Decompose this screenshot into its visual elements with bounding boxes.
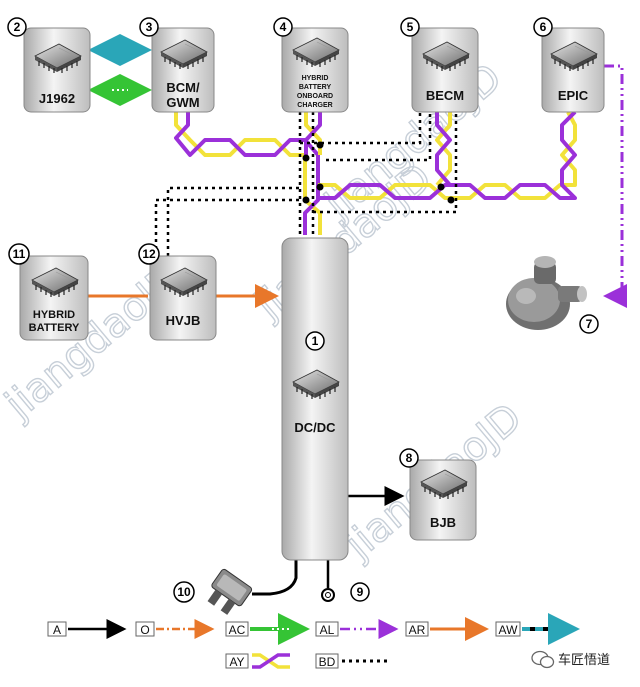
legend-item-ay: AY <box>225 653 290 669</box>
number-badges: 2 3 4 5 6 11 12 1 7 8 9 10 <box>7 17 599 603</box>
badge-12: 12 <box>138 243 160 265</box>
ground-terminal-center <box>325 592 331 598</box>
legend-item-a: A <box>47 619 127 639</box>
module-label-line4: CHARGER <box>297 102 332 109</box>
module-dcdc: DC/DC <box>281 237 349 561</box>
badge-8: 8 <box>399 448 419 468</box>
module-label-line1: HYBRID <box>302 75 329 82</box>
dotted-wire-7 <box>313 112 458 214</box>
svg-text:10: 10 <box>177 585 191 599</box>
svg-text:AL: AL <box>320 623 335 637</box>
badge-3: 3 <box>139 17 159 37</box>
dotted-wire-3 <box>300 112 422 145</box>
legend: A O AC AL AR AW <box>47 613 580 669</box>
badge-2: 2 <box>7 17 27 37</box>
junction-dots <box>302 141 455 204</box>
svg-text:4: 4 <box>280 20 287 34</box>
badge-5: 5 <box>400 17 420 37</box>
svg-text:8: 8 <box>406 451 413 465</box>
module-hybrid-battery-onboard-charger: HYBRID BATTERY ONBOARD CHARGER <box>281 27 349 113</box>
legend-item-ar: AR <box>405 617 489 641</box>
legend-item-bd: BD <box>315 653 390 669</box>
fuse-icon <box>207 568 253 615</box>
badge-9: 9 <box>350 582 370 602</box>
badge-10: 10 <box>173 581 195 603</box>
module-bcm-gwm: BCM/ GWM <box>151 27 215 113</box>
module-label: BECM <box>426 88 464 103</box>
module-j1962: J1962 <box>23 27 91 113</box>
svg-text:AW: AW <box>499 623 519 637</box>
module-bjb: BJB <box>409 459 477 541</box>
svg-text:AC: AC <box>229 623 246 637</box>
badge-4: 4 <box>273 17 293 37</box>
svg-text:6: 6 <box>540 20 547 34</box>
wire-bcm-purple <box>174 112 320 235</box>
module-hybrid-battery: HYBRID BATTERY <box>19 255 89 341</box>
module-label-line1: HYBRID <box>33 309 75 321</box>
module-label-line2: GWM <box>166 95 199 110</box>
badge-1: 1 <box>305 331 325 351</box>
brand-mark: 车匠悟道 <box>531 650 610 669</box>
badge-7: 7 <box>579 314 599 334</box>
wire-al-epic-pump <box>603 64 627 308</box>
module-label: HVJB <box>166 313 201 328</box>
brand-text: 车匠悟道 <box>558 652 610 668</box>
module-label: DC/DC <box>294 420 336 435</box>
module-hvjb: HVJB <box>149 255 217 341</box>
svg-text:11: 11 <box>13 247 26 261</box>
wire-charger-purple <box>304 112 322 155</box>
svg-text:O: O <box>140 623 149 637</box>
module-becm: BECM <box>411 27 479 113</box>
junction-dot <box>316 183 324 191</box>
module-label-line1: BCM/ <box>166 80 200 95</box>
junction-dot <box>437 183 445 191</box>
svg-text:3: 3 <box>146 20 153 34</box>
svg-text:7: 7 <box>586 317 593 331</box>
module-label: EPIC <box>558 88 589 103</box>
module-epic: EPIC <box>541 27 605 113</box>
svg-text:AR: AR <box>409 623 426 637</box>
wire-bcm-yellow <box>174 112 322 235</box>
legend-item-aw: AW <box>495 613 580 645</box>
svg-text:2: 2 <box>14 20 21 34</box>
wechat-icon <box>531 650 555 669</box>
wire-dcdc-fuse <box>252 560 298 596</box>
svg-text:AY: AY <box>229 655 244 669</box>
dotted-wire-5 <box>166 186 300 256</box>
legend-item-o: O <box>135 619 215 639</box>
legend-item-ac: AC <box>225 613 310 645</box>
svg-text:1: 1 <box>312 334 319 348</box>
svg-text:BD: BD <box>319 655 336 669</box>
module-box <box>281 237 349 561</box>
coolant-pump-icon <box>506 256 587 330</box>
dotted-bd-wiring <box>154 112 458 256</box>
badge-6: 6 <box>533 17 553 37</box>
module-label: BJB <box>430 515 456 530</box>
dotted-wire-4 <box>326 112 432 162</box>
wire-bus-yellow <box>318 111 577 200</box>
wire-bus-purple <box>318 110 577 200</box>
legend-item-al: AL <box>315 619 399 639</box>
module-label-line3: ONBOARD <box>297 93 333 100</box>
svg-text:12: 12 <box>142 247 156 261</box>
junction-dot <box>316 141 324 149</box>
module-label-line2: BATTERY <box>29 322 80 334</box>
junction-dot <box>302 154 310 162</box>
module-label-line2: BATTERY <box>299 84 332 91</box>
module-label: J1962 <box>39 91 75 106</box>
dotted-wire-6 <box>154 198 300 256</box>
junction-dot <box>302 196 310 204</box>
badge-11: 11 <box>8 243 30 265</box>
svg-text:9: 9 <box>357 585 364 599</box>
wire-becm-purple <box>435 112 452 187</box>
svg-text:A: A <box>53 623 61 637</box>
svg-text:5: 5 <box>407 20 414 34</box>
junction-dot <box>447 196 455 204</box>
